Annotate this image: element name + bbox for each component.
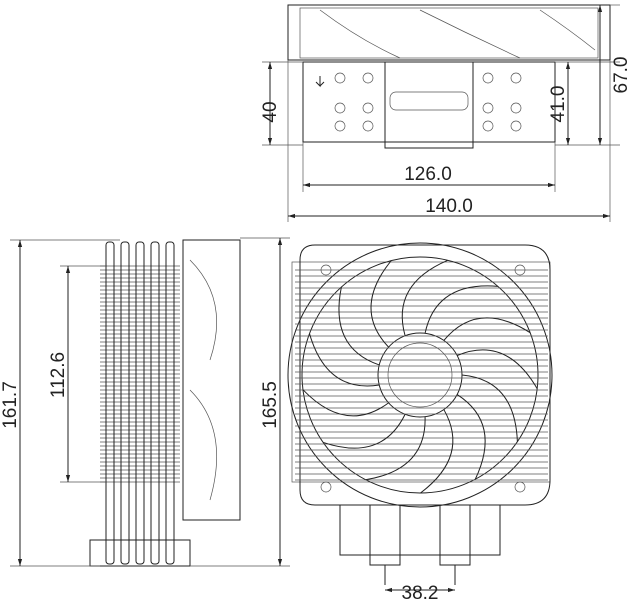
fan-blade xyxy=(309,333,380,387)
logo-plate xyxy=(389,91,469,111)
heatpipe xyxy=(105,241,115,565)
heatpipe xyxy=(135,241,145,565)
dim-total-width: 140.0 xyxy=(425,196,473,217)
fan-blade xyxy=(365,416,426,481)
arrow-icon xyxy=(315,76,325,88)
dim-heatpipe-spacing: 38.2 xyxy=(402,583,439,602)
side-dimensions xyxy=(10,237,290,567)
top-view xyxy=(287,4,611,149)
fan-blade xyxy=(456,394,486,480)
side-view xyxy=(89,239,241,567)
fan-blade xyxy=(189,259,218,501)
dim-top-base-height: 40 xyxy=(260,101,281,122)
fan-blade xyxy=(456,349,538,389)
base xyxy=(89,539,191,567)
dim-base-width: 126.0 xyxy=(404,164,452,185)
fan-blade xyxy=(370,260,392,348)
dim-top-total-height: 67.0 xyxy=(611,57,632,94)
heatpipe xyxy=(150,241,160,565)
fan-blade xyxy=(443,317,531,341)
dim-top-fin-height: 41.0 xyxy=(548,86,569,123)
dim-side-fin-height: 112.6 xyxy=(48,352,69,398)
fan-blade xyxy=(401,259,448,336)
heatpipe xyxy=(120,241,130,565)
fan-blade xyxy=(461,374,518,442)
fan-blade xyxy=(323,414,406,449)
top-dimensions xyxy=(262,4,620,222)
heatpipe xyxy=(165,241,175,565)
side-fan xyxy=(182,239,241,521)
fan-blade xyxy=(302,389,389,417)
dim-front-total-height: 165.5 xyxy=(260,381,281,429)
front-view xyxy=(287,242,553,585)
fan-blade xyxy=(420,409,454,494)
dim-side-total-height: 161.7 xyxy=(0,381,21,429)
fan-blade xyxy=(424,285,498,334)
fan-blade xyxy=(338,286,380,366)
